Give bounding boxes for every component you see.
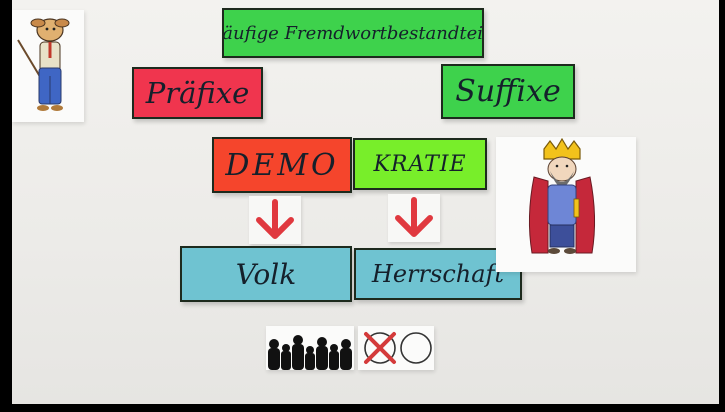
prefix-category-label: Präfixe xyxy=(145,76,250,110)
title-text: Häufige Fremdwortbestandteile xyxy=(222,22,484,44)
demo-card: DEMO xyxy=(212,137,352,193)
volk-label: Volk xyxy=(235,257,297,291)
suffix-category-card: Suffixe xyxy=(441,64,575,119)
herrschaft-label: Herrschaft xyxy=(371,260,505,288)
volk-card: Volk xyxy=(180,246,352,302)
video-frame: Häufige Fremdwortbestandteile Präfixe Su… xyxy=(12,0,719,404)
crowd-picture xyxy=(266,326,354,370)
king-icon xyxy=(528,137,596,254)
crowd-silhouette-icon xyxy=(268,335,352,370)
dog-teacher-picture xyxy=(12,10,84,122)
demo-label: DEMO xyxy=(225,147,339,183)
arrow-down-icon xyxy=(249,196,301,244)
suffix-category-label: Suffixe xyxy=(455,74,561,109)
kratie-label: KRATIE xyxy=(373,151,467,177)
arrow-down-icon xyxy=(388,194,440,242)
prefix-category-card: Präfixe xyxy=(132,67,263,119)
king-picture xyxy=(496,137,636,272)
ballot-picture xyxy=(358,326,434,370)
dog-teacher-icon xyxy=(17,18,70,111)
herrschaft-card: Herrschaft xyxy=(354,248,522,300)
title-card: Häufige Fremdwortbestandteile xyxy=(222,8,484,58)
ballot-cross-icon xyxy=(364,332,432,364)
kratie-card: KRATIE xyxy=(353,138,487,190)
